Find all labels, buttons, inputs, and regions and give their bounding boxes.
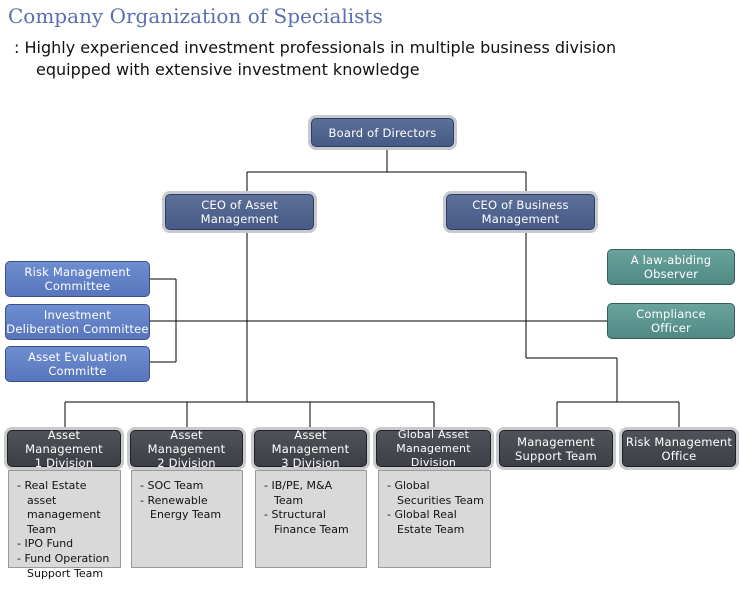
- ceo-business-label: CEO of Business Management: [472, 198, 569, 226]
- page-subtitle: : Highly experienced investment professi…: [14, 37, 616, 81]
- observer-label: A law-abiding Observer: [630, 253, 712, 281]
- team-item: - Structural Finance Team: [264, 508, 349, 536]
- law-abiding-observer-box: A law-abiding Observer: [607, 249, 735, 285]
- management-support-team-box: Management Support Team: [499, 430, 613, 467]
- team-item: - Global Real Estate Team: [387, 508, 465, 536]
- compliance-officer-box: Compliance Officer: [607, 303, 735, 339]
- team-item: - IPO Fund: [17, 537, 74, 551]
- committee-label: Asset Evaluation Committe: [28, 350, 127, 378]
- division-2-teams: - SOC Team - Renewable Energy Team: [131, 470, 243, 568]
- team-item: - Global Securities Team: [387, 479, 484, 507]
- division-box-2: Asset Management 2 Division: [130, 427, 243, 470]
- team-item: - Renewable Energy Team: [140, 493, 222, 522]
- ceo-business-management-box: CEO of Business Management: [446, 194, 595, 230]
- division-label: Asset Management 3 Division: [271, 427, 350, 470]
- team-item: - IB/PE, M&A Team: [264, 479, 333, 507]
- division-box-3: Asset Management 3 Division: [254, 427, 367, 470]
- risk-management-office-box: Risk Management Office: [622, 430, 736, 467]
- division-label: Global Asset Management Division: [396, 427, 471, 469]
- division-4-teams: - Global Securities Team - Global Real E…: [378, 470, 491, 568]
- team-item: - Real Estate asset management Team: [17, 479, 101, 536]
- division-1-teams: - Real Estate asset management Team - IP…: [8, 470, 121, 580]
- division-label: Management Support Team: [515, 434, 597, 463]
- division-3-teams: - IB/PE, M&A Team - Structural Finance T…: [255, 470, 367, 568]
- division-label: Asset Management 2 Division: [147, 427, 226, 470]
- page-title: Company Organization of Specialists: [8, 4, 383, 28]
- compliance-label: Compliance Officer: [636, 307, 706, 335]
- committee-label: Risk Management Committee: [24, 265, 131, 293]
- team-item: - SOC Team: [140, 479, 204, 492]
- subtitle-line-2: equipped with extensive investment knowl…: [36, 60, 420, 79]
- division-label: Risk Management Office: [625, 434, 733, 463]
- investment-deliberation-committee-box: Investment Deliberation Committee: [5, 304, 150, 340]
- board-of-directors-box: Board of Directors: [311, 118, 454, 147]
- division-box-1: Asset Management 1 Division: [7, 427, 121, 470]
- board-label: Board of Directors: [328, 125, 437, 140]
- asset-evaluation-committee-box: Asset Evaluation Committe: [5, 346, 150, 382]
- division-box-4: Global Asset Management Division: [376, 427, 491, 469]
- division-label: Asset Management 1 Division: [25, 427, 103, 470]
- team-item: - Fund Operation Support Team: [17, 551, 110, 580]
- committee-label: Investment Deliberation Committee: [6, 308, 149, 336]
- subtitle-line-1: : Highly experienced investment professi…: [14, 38, 617, 57]
- ceo-asset-management-box: CEO of Asset Management: [165, 194, 314, 230]
- risk-management-committee-box: Risk Management Committee: [5, 261, 150, 297]
- ceo-asset-label: CEO of Asset Management: [200, 198, 279, 226]
